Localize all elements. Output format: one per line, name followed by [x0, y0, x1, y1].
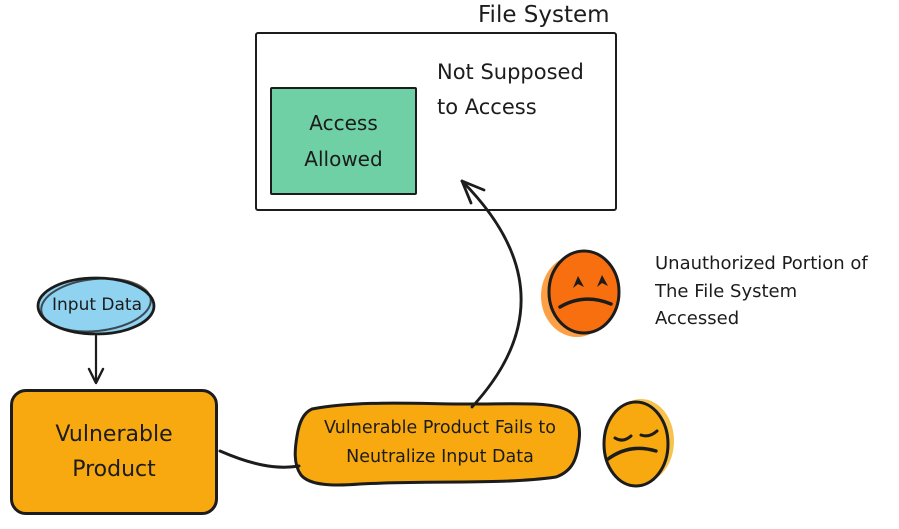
arrow-input-to-product: [87, 334, 105, 385]
failure-note-label: Vulnerable Product Fails to Neutralize I…: [299, 414, 581, 472]
angry-face-icon: [541, 249, 621, 337]
vulnerable-product-line1: Vulnerable: [55, 422, 173, 447]
file-system-title: File System: [478, 2, 610, 28]
connector-product-to-note: [218, 449, 301, 469]
access-allowed-label: Access Allowed: [270, 87, 417, 195]
sad-face-icon: [602, 399, 674, 488]
failure-note-line1: Vulnerable Product Fails to: [324, 418, 556, 438]
input-data-ellipse: [36, 276, 156, 336]
access-allowed-box: [270, 87, 417, 195]
access-allowed-line2: Allowed: [304, 147, 383, 171]
not-supposed-label: Not Supposed to Access: [437, 55, 584, 125]
outcome-note-label: Unauthorized Portion of The File System …: [655, 250, 868, 333]
failure-note-line2: Neutralize Input Data: [346, 447, 534, 467]
not-supposed-line1: Not Supposed: [437, 60, 584, 84]
access-allowed-line1: Access: [309, 111, 378, 135]
outcome-note-line2: The File System: [655, 280, 798, 302]
outcome-note-line3: Accessed: [655, 308, 740, 329]
failure-note-ribbon: [293, 401, 581, 487]
vulnerable-product-box: [10, 389, 218, 515]
not-supposed-line2: to Access: [437, 95, 537, 119]
outcome-note-line1: Unauthorized Portion of: [655, 253, 868, 274]
file-system-box: [255, 32, 617, 211]
arrow-note-to-filesystem: [460, 179, 523, 409]
input-data-label: Input Data: [51, 295, 142, 315]
vulnerable-product-label: Vulnerable Product: [10, 389, 218, 515]
vulnerable-product-line2: Product: [72, 457, 156, 482]
